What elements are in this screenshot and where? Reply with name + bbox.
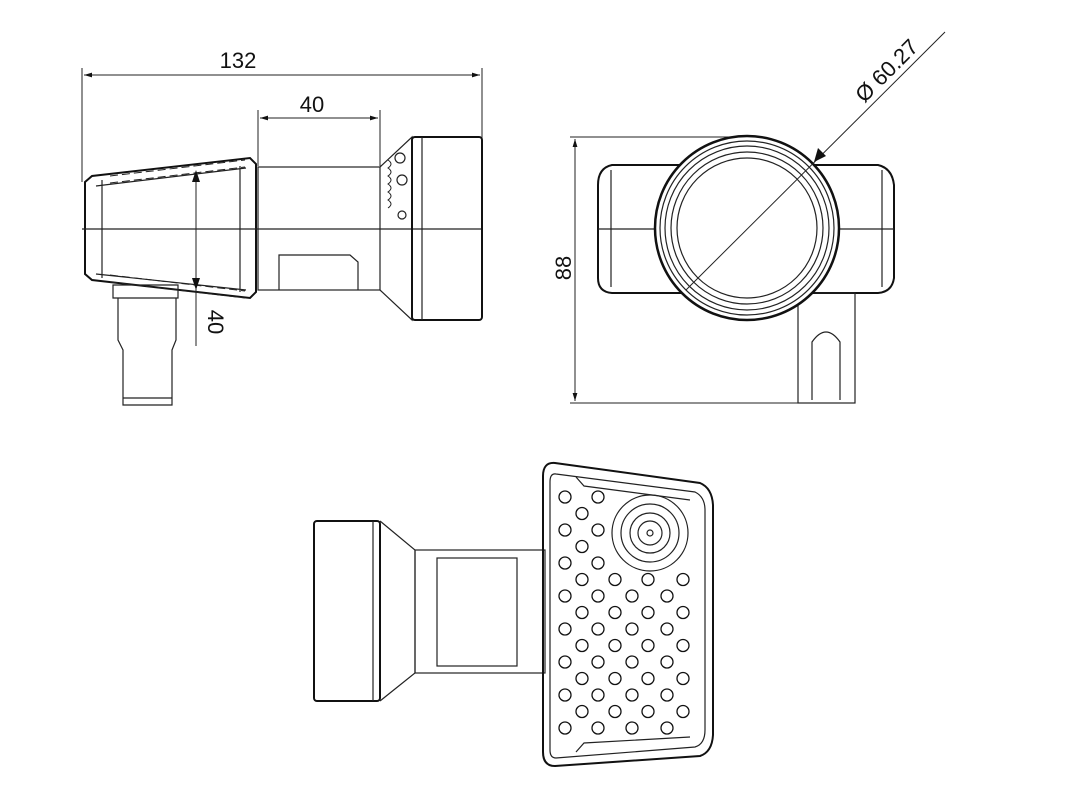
connector-slot (811, 331, 841, 400)
vent-hole (608, 704, 622, 719)
plate-inner (549, 473, 706, 759)
connector-front (797, 292, 856, 404)
feed-ring (659, 140, 835, 316)
connector-flange (611, 494, 689, 572)
vent-hole (575, 572, 589, 587)
vent-hole (676, 605, 690, 620)
vent-hole (625, 688, 639, 702)
neck-window-bottom (436, 557, 518, 667)
vent-hole (591, 556, 605, 570)
vent-hole (591, 688, 605, 702)
dimension-arrows (192, 170, 200, 290)
vent-hole (641, 638, 655, 653)
dimension-label-88: 88 (551, 256, 576, 280)
vent-hole (676, 671, 690, 686)
vent-hole (641, 704, 655, 719)
connector-inner (637, 520, 663, 546)
vent-hole (608, 671, 622, 686)
diameter-arrow (814, 148, 826, 162)
vent-hole (608, 572, 622, 587)
connector-body (629, 512, 671, 554)
neck-window (278, 254, 359, 290)
dimension-label-diameter: Ø 60.27 (850, 34, 923, 107)
plate-rails (575, 476, 691, 753)
vent-hole (660, 589, 674, 603)
vent-hole (625, 589, 639, 603)
vent-hole (591, 721, 605, 735)
connector-pin (646, 529, 654, 537)
vent-hole (641, 671, 655, 686)
vent-holes (558, 490, 690, 735)
vent-hole (558, 655, 572, 669)
vent-hole (591, 622, 605, 636)
feed-ring (670, 151, 824, 305)
label-mark (394, 152, 406, 164)
vent-hole (625, 655, 639, 669)
dimension-label-132: 132 (220, 48, 257, 73)
vent-hole (558, 622, 572, 636)
vent-hole (558, 490, 572, 504)
side-view: 132 40 40 (81, 48, 483, 406)
dimension-label-40-neck: 40 (300, 92, 324, 117)
vent-hole (558, 589, 572, 603)
vent-hole (660, 622, 674, 636)
vent-hole (575, 704, 589, 719)
vent-hole (575, 671, 589, 686)
neck-body (257, 166, 381, 291)
vent-hole (608, 605, 622, 620)
vent-hole (575, 605, 589, 620)
horn-ribs (109, 159, 246, 299)
vent-hole (676, 572, 690, 587)
cap-bottom (313, 520, 381, 702)
vent-hole (676, 638, 690, 653)
vent-hole (558, 556, 572, 570)
label-mark (396, 174, 408, 186)
vent-hole (558, 523, 572, 537)
vent-hole (625, 622, 639, 636)
vent-hole (591, 589, 605, 603)
vent-hole (575, 638, 589, 653)
vent-hole (591, 655, 605, 669)
vent-hole (660, 655, 674, 669)
vent-hole (660, 688, 674, 702)
feed-ring (664, 145, 830, 311)
feed-ring-outer (653, 134, 841, 322)
connector-hex (620, 503, 680, 563)
feed-horn (84, 156, 257, 300)
vent-hole (558, 688, 572, 702)
label-marks (387, 159, 392, 209)
plate-outer (542, 461, 714, 768)
front-view: 88 Ø 60.27 (551, 31, 946, 404)
vent-hole (608, 638, 622, 653)
connector (117, 298, 177, 406)
vent-hole (660, 721, 674, 735)
flare-bottom (379, 520, 416, 702)
vent-hole (641, 572, 655, 587)
vent-hole (575, 506, 589, 521)
dimension-label-40-horn: 40 (203, 310, 228, 334)
housing-front (597, 164, 895, 294)
vent-hole (591, 523, 605, 537)
vent-hole (676, 704, 690, 719)
feed-opening (676, 157, 818, 299)
vent-hole (625, 721, 639, 735)
vent-hole (591, 490, 605, 504)
vent-hole (558, 721, 572, 735)
connector-base (112, 284, 179, 299)
vent-hole (575, 539, 589, 554)
neck-bottom (414, 549, 546, 674)
bottom-view (313, 461, 714, 768)
vent-hole (641, 605, 655, 620)
label-mark (397, 210, 407, 220)
cap (411, 136, 483, 321)
